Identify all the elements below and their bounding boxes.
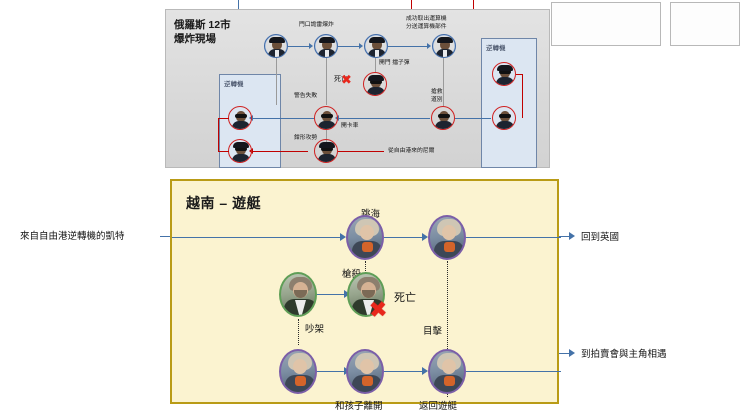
vietnam-panel-title: 越南 – 遊艇 bbox=[186, 195, 262, 211]
vn-dotted-witness bbox=[447, 261, 448, 397]
inverted-machine-label-right: 逆轉機 bbox=[486, 45, 506, 52]
ru-label-distribute-parts: 分送運算機部件 bbox=[406, 24, 447, 30]
ru-line-top-1 bbox=[288, 46, 310, 48]
vn-dotted-argue bbox=[298, 319, 299, 345]
vn-line-bot-1 bbox=[317, 371, 347, 373]
ru-line-bot-1 bbox=[252, 151, 308, 153]
vietnam-exit-arrow-top bbox=[569, 232, 575, 240]
top-section: 俄羅斯 12市 爆炸現場 逆轉機 逆轉機 bbox=[0, 0, 740, 172]
ru-label-door-mine: 門口詭雷爆炸 bbox=[299, 22, 334, 28]
ru-line-right-h bbox=[516, 74, 523, 76]
top-entry-line-blue-1 bbox=[238, 0, 240, 13]
vietnam-exit-arrow-bottom bbox=[569, 349, 575, 357]
vn-node-kat-bot-3[interactable] bbox=[428, 349, 466, 394]
ru-line-bot-2 bbox=[338, 151, 384, 153]
inverted-machine-box-right: 逆轉機 bbox=[481, 38, 537, 168]
vn-node-kat-top-2[interactable] bbox=[428, 215, 466, 260]
ru-arrow-top-1 bbox=[309, 43, 313, 49]
vn-line-top-mid bbox=[384, 237, 424, 239]
ru-line-left-h2 bbox=[218, 151, 229, 153]
vn-line-in bbox=[172, 237, 342, 239]
ru-arrow-top-3 bbox=[427, 43, 431, 49]
ru-label-extract-device: 成功取出運算機 bbox=[406, 16, 447, 22]
vn-arrow-in bbox=[340, 233, 346, 241]
ru-label-open-door-block: 開門 擋子彈 bbox=[379, 60, 410, 66]
top-card-right[interactable] bbox=[670, 2, 740, 46]
ru-node-mid-1[interactable] bbox=[228, 106, 252, 130]
vietnam-exit-label-bottom: 到拍賣會與主角相遇 bbox=[581, 349, 667, 360]
vn-node-sator-dead[interactable] bbox=[347, 272, 385, 317]
vietnam-yacht-panel: 越南 – 遊艇 跳海 槍殺 目擊 bbox=[170, 179, 561, 412]
ru-node-bot-1[interactable] bbox=[228, 139, 252, 163]
ru-node-mid-2[interactable] bbox=[314, 106, 338, 130]
vietnam-label-jump-sea: 跳海 bbox=[361, 209, 381, 220]
russia-death-x-icon: ✖ bbox=[341, 72, 352, 87]
top-card-left[interactable] bbox=[551, 2, 661, 46]
ru-node-bot-2[interactable] bbox=[314, 139, 338, 163]
ru-line-top-2 bbox=[338, 46, 360, 48]
ru-label-warning-failed: 警告失敗 bbox=[294, 93, 318, 99]
ru-node-right-upper[interactable] bbox=[492, 62, 516, 86]
ru-node-top-2[interactable] bbox=[314, 34, 338, 58]
ru-line-top-3 bbox=[388, 46, 428, 48]
ru-label-neil-from-freeport: 從自由港來的尼爾 bbox=[388, 148, 435, 154]
vietnam-label-return-yacht: 返回遊艇 bbox=[419, 401, 458, 412]
vietnam-label-argue: 吵架 bbox=[305, 324, 325, 335]
vietnam-label-shot-dead: 槍殺 bbox=[342, 269, 362, 280]
ru-arrow-top-2 bbox=[359, 43, 363, 49]
vn-arrow-top-mid bbox=[422, 233, 428, 241]
ru-line-to-death bbox=[375, 58, 377, 73]
vn-line-out-top bbox=[466, 237, 561, 239]
vietnam-death-x-icon: ✖ bbox=[368, 296, 389, 323]
ru-label-rescue: 搶救 bbox=[431, 89, 443, 95]
russia-title-line-2: 爆炸現場 bbox=[174, 33, 216, 46]
ru-label-death: 死亡 bbox=[334, 76, 348, 83]
vn-node-kat-bot-2[interactable] bbox=[346, 349, 384, 394]
vn-line-out-bottom bbox=[466, 371, 561, 373]
vn-arrow-bot-2 bbox=[422, 367, 428, 375]
ru-line-mid-3 bbox=[455, 118, 491, 120]
ru-line-drop-1 bbox=[276, 58, 278, 105]
ru-line-drop-4 bbox=[443, 58, 445, 106]
inverted-machine-label-left: 逆轉機 bbox=[224, 81, 244, 88]
ru-node-top-4[interactable] bbox=[432, 34, 456, 58]
ru-label-drive-truck: 開卡車 bbox=[341, 123, 359, 129]
vn-node-sator-1[interactable] bbox=[279, 272, 317, 317]
ru-node-mid-3[interactable] bbox=[431, 106, 455, 130]
ru-line-mid-2 bbox=[338, 118, 430, 120]
ru-node-top-3[interactable] bbox=[364, 34, 388, 58]
vn-line-bot-2 bbox=[384, 371, 424, 373]
russia-title-line-1: 俄羅斯 12市 bbox=[174, 19, 231, 31]
russia-panel-title: 俄羅斯 12市 爆炸現場 bbox=[174, 18, 231, 46]
vn-node-kat-bot-1[interactable] bbox=[279, 349, 317, 394]
ru-line-left-h1 bbox=[218, 118, 229, 120]
vn-node-kat-top-1[interactable] bbox=[346, 215, 384, 260]
vietnam-label-witness: 目擊 bbox=[423, 326, 443, 337]
ru-line-left-v bbox=[218, 118, 220, 151]
ru-line-right-v bbox=[522, 74, 524, 118]
vietnam-exit-label-top: 回到英國 bbox=[581, 232, 620, 243]
vietnam-label-death: 死亡 bbox=[394, 292, 416, 304]
vn-line-mid bbox=[317, 294, 347, 296]
ru-node-top-1[interactable] bbox=[264, 34, 288, 58]
ru-label-farewell: 道別 bbox=[431, 97, 443, 103]
ru-node-death[interactable] bbox=[363, 72, 387, 96]
vietnam-label-leave-with-child: 和孩子離開 bbox=[335, 401, 383, 412]
russia-scene-panel: 俄羅斯 12市 爆炸現場 逆轉機 逆轉機 bbox=[165, 9, 550, 168]
ru-line-drop-2 bbox=[326, 58, 328, 105]
ru-line-mid-1 bbox=[252, 118, 314, 120]
ru-node-mid-4[interactable] bbox=[492, 106, 516, 130]
ru-label-pincer-attack: 鉗形攻勢 bbox=[294, 135, 318, 141]
vietnam-entry-label: 來自自由港逆轉機的凱特 bbox=[20, 231, 125, 242]
